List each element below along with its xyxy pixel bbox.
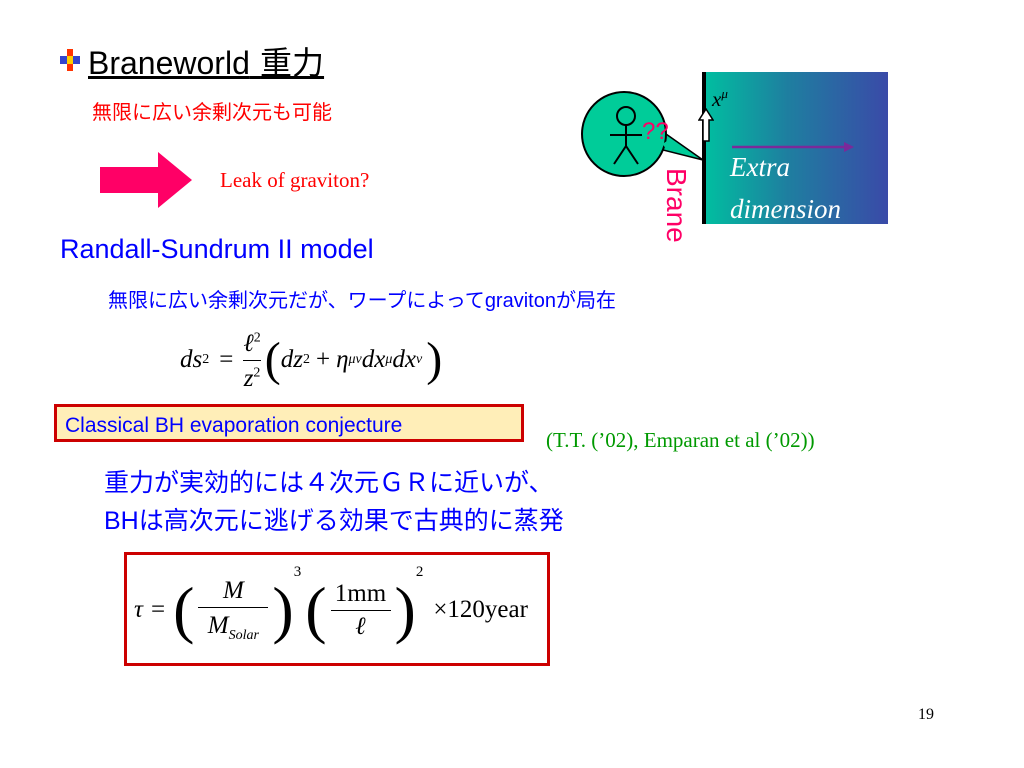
- up-arrow-icon: [697, 107, 715, 142]
- title-latin: Braneworld: [88, 45, 250, 81]
- lifetime-formula: τ = ( M MSolar ) 3 ( 1mm ℓ ) 2 × 120year: [134, 564, 528, 645]
- statement-line2: BHは高次元に逃げる効果で古典的に蒸発: [104, 506, 564, 535]
- metric-fraction: ℓ2 z2: [243, 329, 261, 392]
- brane-label: Brane: [661, 168, 692, 243]
- x-mu-label: xμ: [712, 86, 728, 111]
- brane-line: [702, 72, 706, 224]
- rs-model-heading: Randall-Sundrum II model: [60, 234, 374, 264]
- statement: 重力が実効的には４次元ＧＲに近いが、 BHは高次元に逃げる効果で古典的に蒸発: [104, 464, 564, 540]
- right-arrow-icon: [100, 152, 192, 208]
- slide-title: Braneworld 重力: [88, 38, 324, 84]
- statement-line1: 重力が実効的には４次元ＧＲに近いが、: [104, 468, 554, 497]
- rs-description: 無限に広い余剰次元だが、ワープによってgravitonが局在: [108, 288, 616, 312]
- length-fraction: 1mm ℓ: [330, 580, 391, 641]
- extra-dimension-arrow: [732, 138, 854, 152]
- question-marks: ??: [642, 118, 669, 145]
- lifetime-formula-box: [124, 552, 550, 666]
- subtitle-infinite-extra-dimension: 無限に広い余剰次元も可能: [92, 100, 332, 124]
- page-number: 19: [918, 706, 934, 723]
- conjecture-box: Classical BH evaporation conjecture: [54, 404, 524, 442]
- stick-figure-icon: [598, 102, 654, 168]
- leak-of-graviton-text: Leak of graviton?: [220, 168, 370, 192]
- title-jp: 重力: [260, 44, 325, 82]
- extra-dimension-label: Extra dimension: [730, 152, 841, 224]
- citation: (T.T. (’02), Emparan et al (’02)): [546, 428, 815, 452]
- mass-fraction: M MSolar: [198, 577, 269, 644]
- title-bullet-icon: [58, 48, 82, 72]
